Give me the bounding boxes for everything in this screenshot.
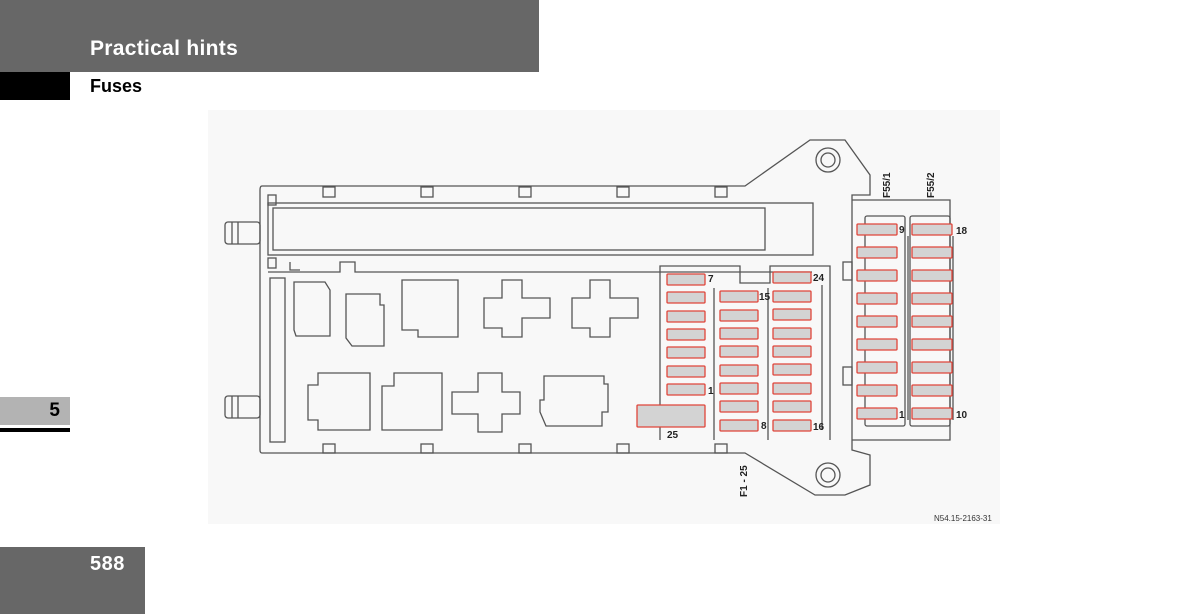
header-marker <box>0 72 70 100</box>
section-title: Practical hints <box>90 37 239 60</box>
header-bar <box>0 0 539 72</box>
label-f55-2-bottom: 10 <box>956 410 968 421</box>
figure-reference: N54.15-2163-31 <box>934 514 992 523</box>
subsection-title: Fuses <box>90 76 143 96</box>
chapter-tab: 5 <box>0 397 70 425</box>
label-f55-1: F55/1 <box>882 172 893 198</box>
label-fuse-15: 15 <box>759 292 771 303</box>
label-f55-2: F55/2 <box>926 172 937 198</box>
chapter-divider <box>0 428 70 432</box>
page-number-box: 588 <box>0 547 145 614</box>
label-f55-1-bottom: 1 <box>899 410 905 421</box>
label-fuse-25: 25 <box>667 430 679 441</box>
label-fuse-8: 8 <box>761 421 767 432</box>
page-number: 588 <box>90 553 125 575</box>
fuse-box-diagram: 7 1 15 8 24 16 25 9 1 18 10 F55/1 F55/2 … <box>208 110 1000 524</box>
label-fuse-7: 7 <box>708 274 714 285</box>
label-f1-25: F1 - 25 <box>739 465 750 497</box>
label-f55-2-top: 18 <box>956 226 968 237</box>
label-fuse-16: 16 <box>813 422 825 433</box>
label-fuse-1: 1 <box>708 386 714 397</box>
chapter-number: 5 <box>49 400 60 421</box>
label-fuse-24: 24 <box>813 273 825 284</box>
label-f55-1-top: 9 <box>899 225 905 236</box>
